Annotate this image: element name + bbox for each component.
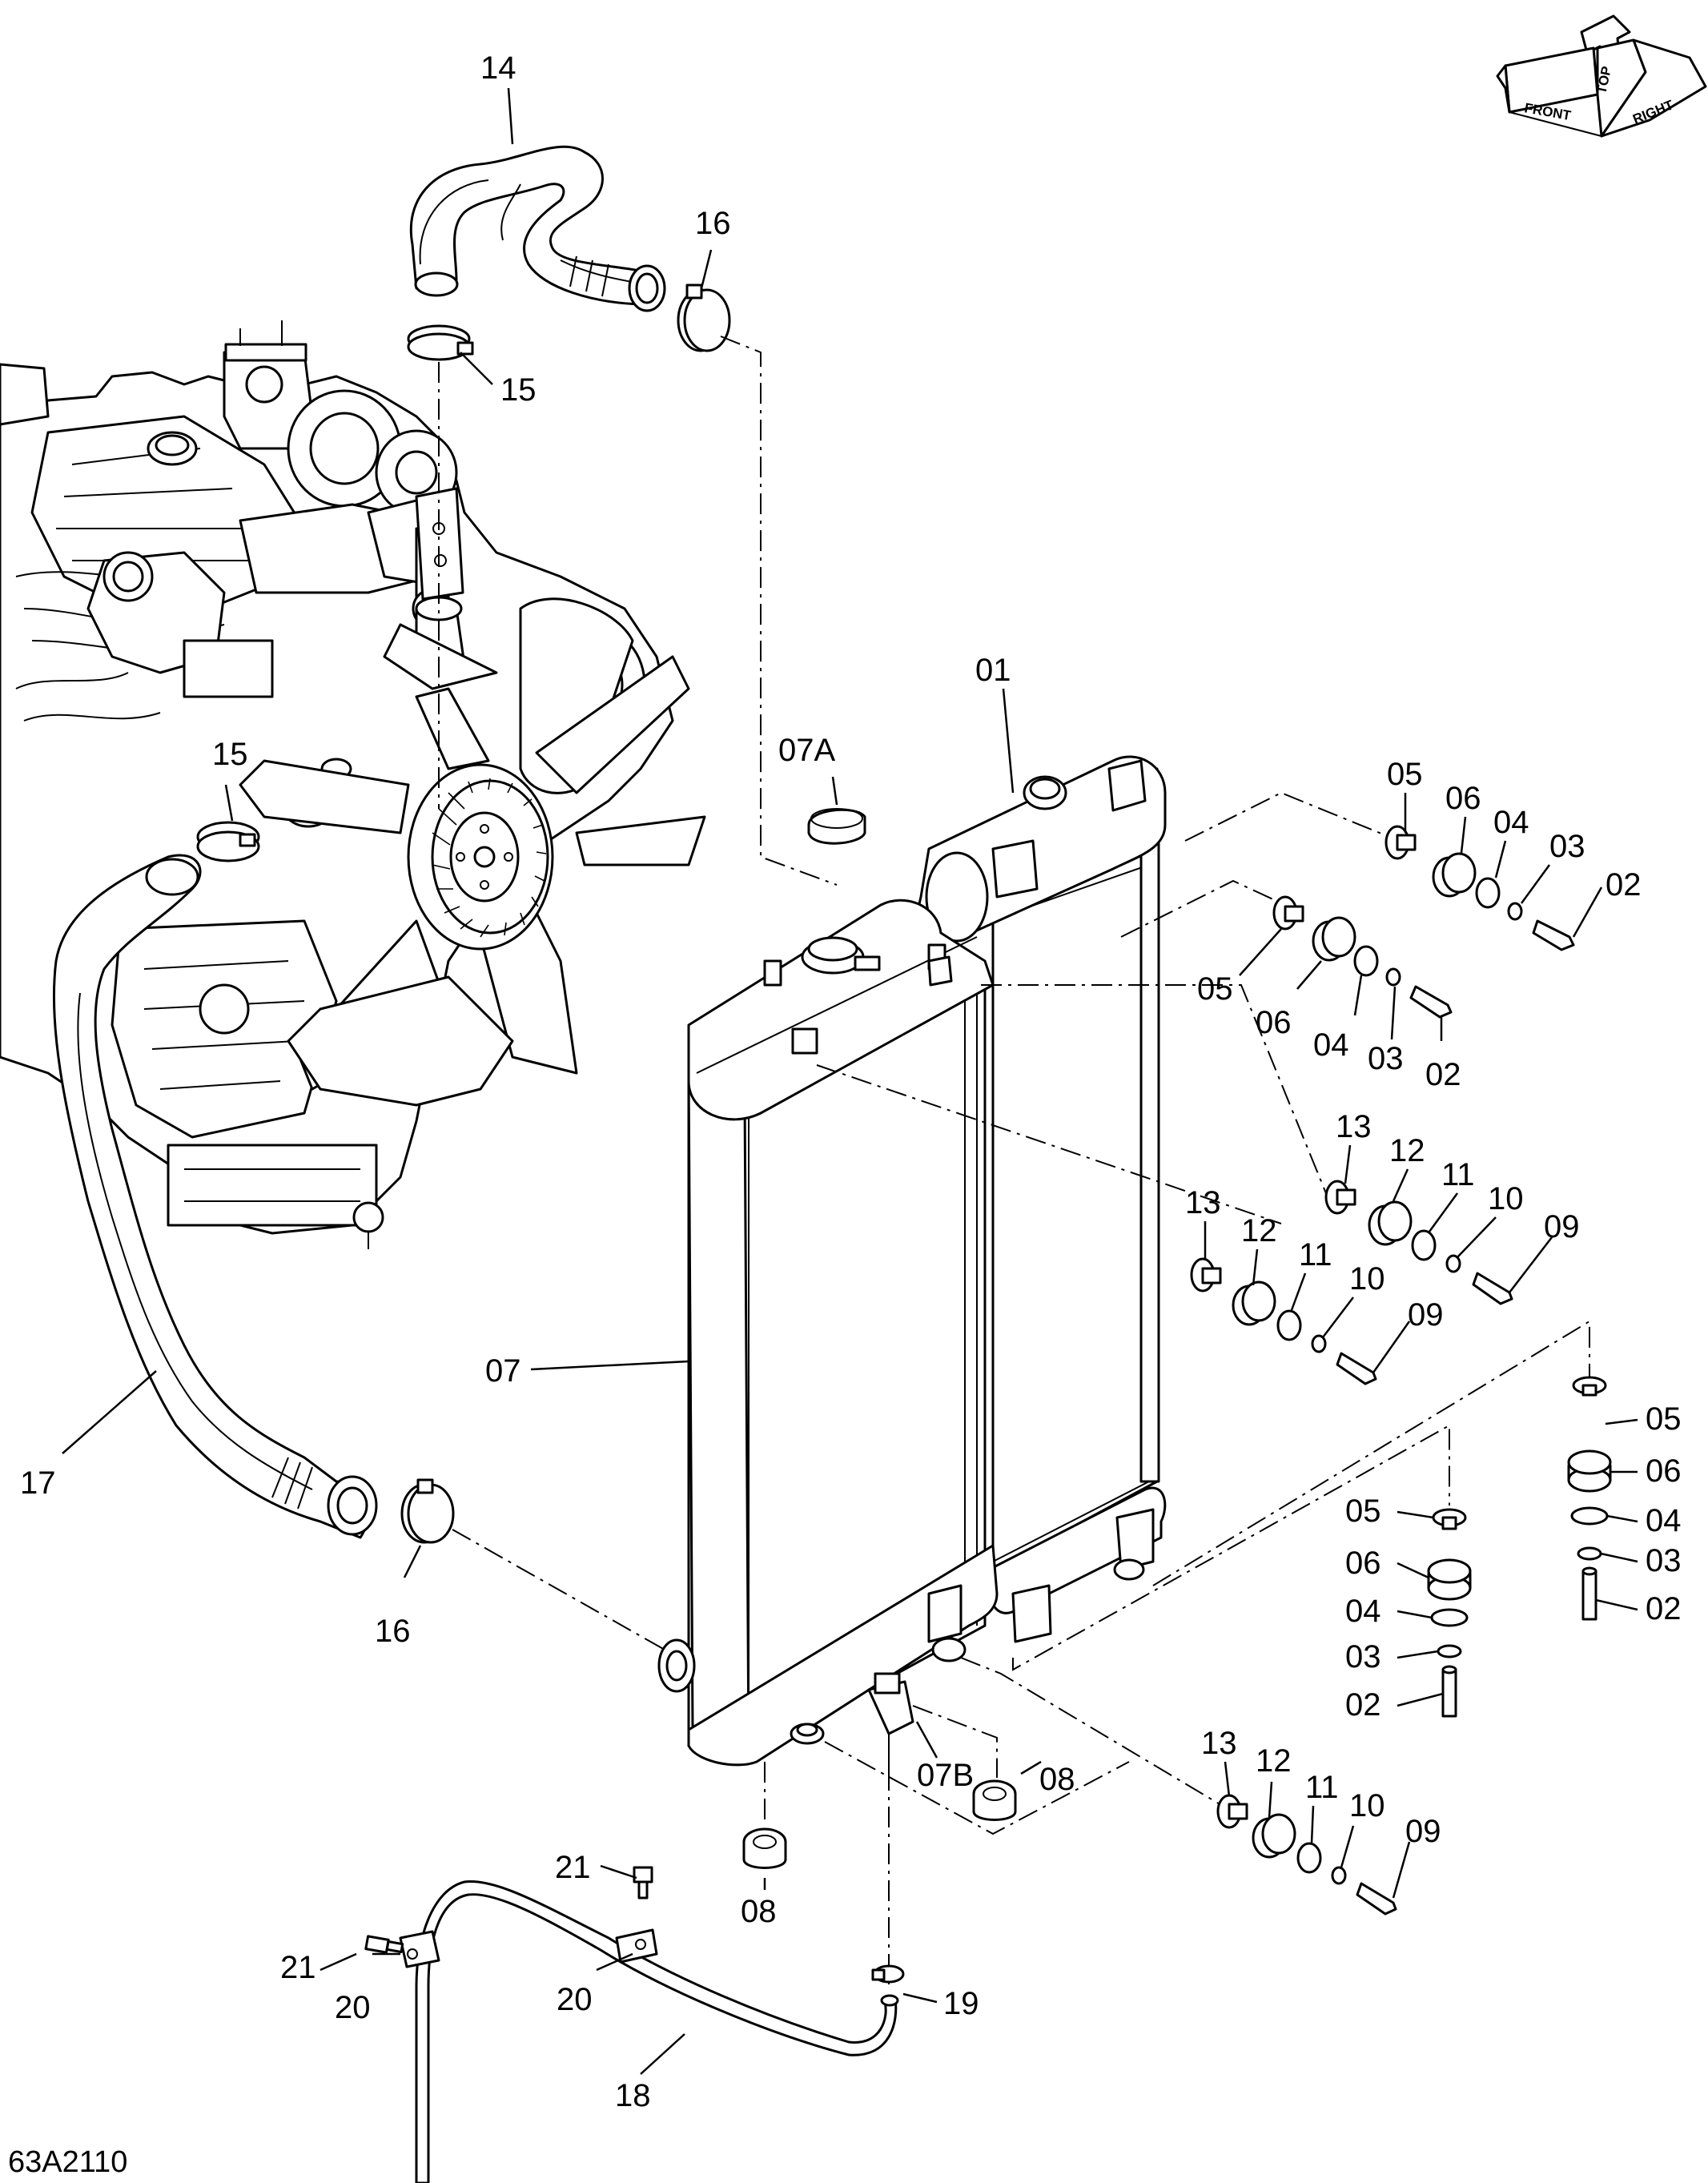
lower-hose [52, 854, 378, 1539]
callout-03-a: 03 [1549, 829, 1585, 864]
callout-03-b: 03 [1368, 1041, 1404, 1076]
callout-07: 07 [485, 1353, 521, 1389]
callout-10-d: 10 [1349, 1261, 1385, 1297]
cooling-fan [239, 623, 706, 1107]
callout-18: 18 [615, 2078, 651, 2113]
radiator-rear [916, 755, 1167, 1643]
upper-hose [409, 145, 666, 312]
callout-05-a: 05 [1387, 757, 1423, 792]
leader-lines [62, 87, 1638, 2075]
callout-07B: 07B [917, 1758, 974, 1793]
callout-04-g: 04 [1345, 1594, 1381, 1629]
callout-04-a: 04 [1493, 805, 1529, 840]
callout-21-right: 21 [555, 1850, 591, 1885]
drain-hose [364, 1866, 905, 2183]
callout-11-d: 11 [1299, 1237, 1332, 1272]
callout-16-lower: 16 [375, 1614, 411, 1649]
callout-labels: 14 16 15 15 01 07A 07 17 16 07B 08 08 21… [20, 50, 1682, 2113]
hose-clamps [196, 283, 731, 1544]
callout-08-right: 08 [1039, 1762, 1075, 1797]
callout-21-left: 21 [280, 1950, 316, 1985]
callout-17: 17 [20, 1465, 56, 1501]
callout-09-d: 09 [1408, 1297, 1444, 1333]
callout-04-f: 04 [1646, 1503, 1682, 1538]
callout-15-lower: 15 [212, 737, 248, 772]
mounting-hardware [742, 825, 1612, 1916]
callout-16-upper: 16 [695, 206, 731, 241]
callout-12-e: 12 [1256, 1743, 1292, 1779]
callout-06-b: 06 [1256, 1005, 1292, 1040]
callout-13-e: 13 [1201, 1726, 1237, 1761]
callout-10-e: 10 [1349, 1788, 1385, 1823]
drawing-number: 63A2110 [8, 2145, 127, 2179]
callout-03-g: 03 [1345, 1639, 1381, 1674]
callout-09-e: 09 [1405, 1814, 1441, 1849]
callout-06-f: 06 [1646, 1453, 1682, 1489]
callout-03-f: 03 [1646, 1543, 1682, 1578]
callout-20-left: 20 [335, 1990, 371, 2025]
orientation-indicator: TOP FRONT RIGHT [1496, 14, 1707, 138]
callout-13-d: 13 [1185, 1185, 1221, 1220]
callout-04-b: 04 [1313, 1027, 1349, 1063]
callout-13-c: 13 [1336, 1109, 1372, 1144]
callout-05-g: 05 [1345, 1494, 1381, 1529]
callout-12-d: 12 [1241, 1213, 1277, 1248]
callout-06-g: 06 [1345, 1546, 1381, 1581]
callout-05-f: 05 [1646, 1401, 1682, 1437]
callout-05-b: 05 [1197, 971, 1233, 1007]
callout-12-c: 12 [1389, 1133, 1425, 1168]
callout-09-c: 09 [1544, 1209, 1580, 1244]
callout-02-a: 02 [1606, 867, 1642, 903]
callout-01: 01 [975, 653, 1011, 688]
radiator-front [657, 899, 999, 1770]
orientation-front-label: FRONT [1523, 100, 1573, 123]
callout-19: 19 [943, 1986, 979, 2021]
callout-02-f: 02 [1646, 1591, 1682, 1626]
callout-02-g: 02 [1345, 1687, 1381, 1723]
callout-10-c: 10 [1488, 1181, 1524, 1216]
callout-14: 14 [480, 50, 516, 86]
radiator-cap [807, 808, 866, 845]
callout-06-a: 06 [1445, 781, 1481, 816]
callout-20-mid: 20 [557, 1982, 593, 2017]
callout-15-upper: 15 [500, 372, 537, 408]
callout-07A: 07A [778, 733, 835, 768]
callout-08-left: 08 [741, 1894, 777, 1929]
callout-11-c: 11 [1441, 1157, 1475, 1192]
assembly-lines [438, 336, 1590, 1986]
callout-11-e: 11 [1305, 1770, 1339, 1805]
callout-02-b: 02 [1425, 1057, 1461, 1092]
